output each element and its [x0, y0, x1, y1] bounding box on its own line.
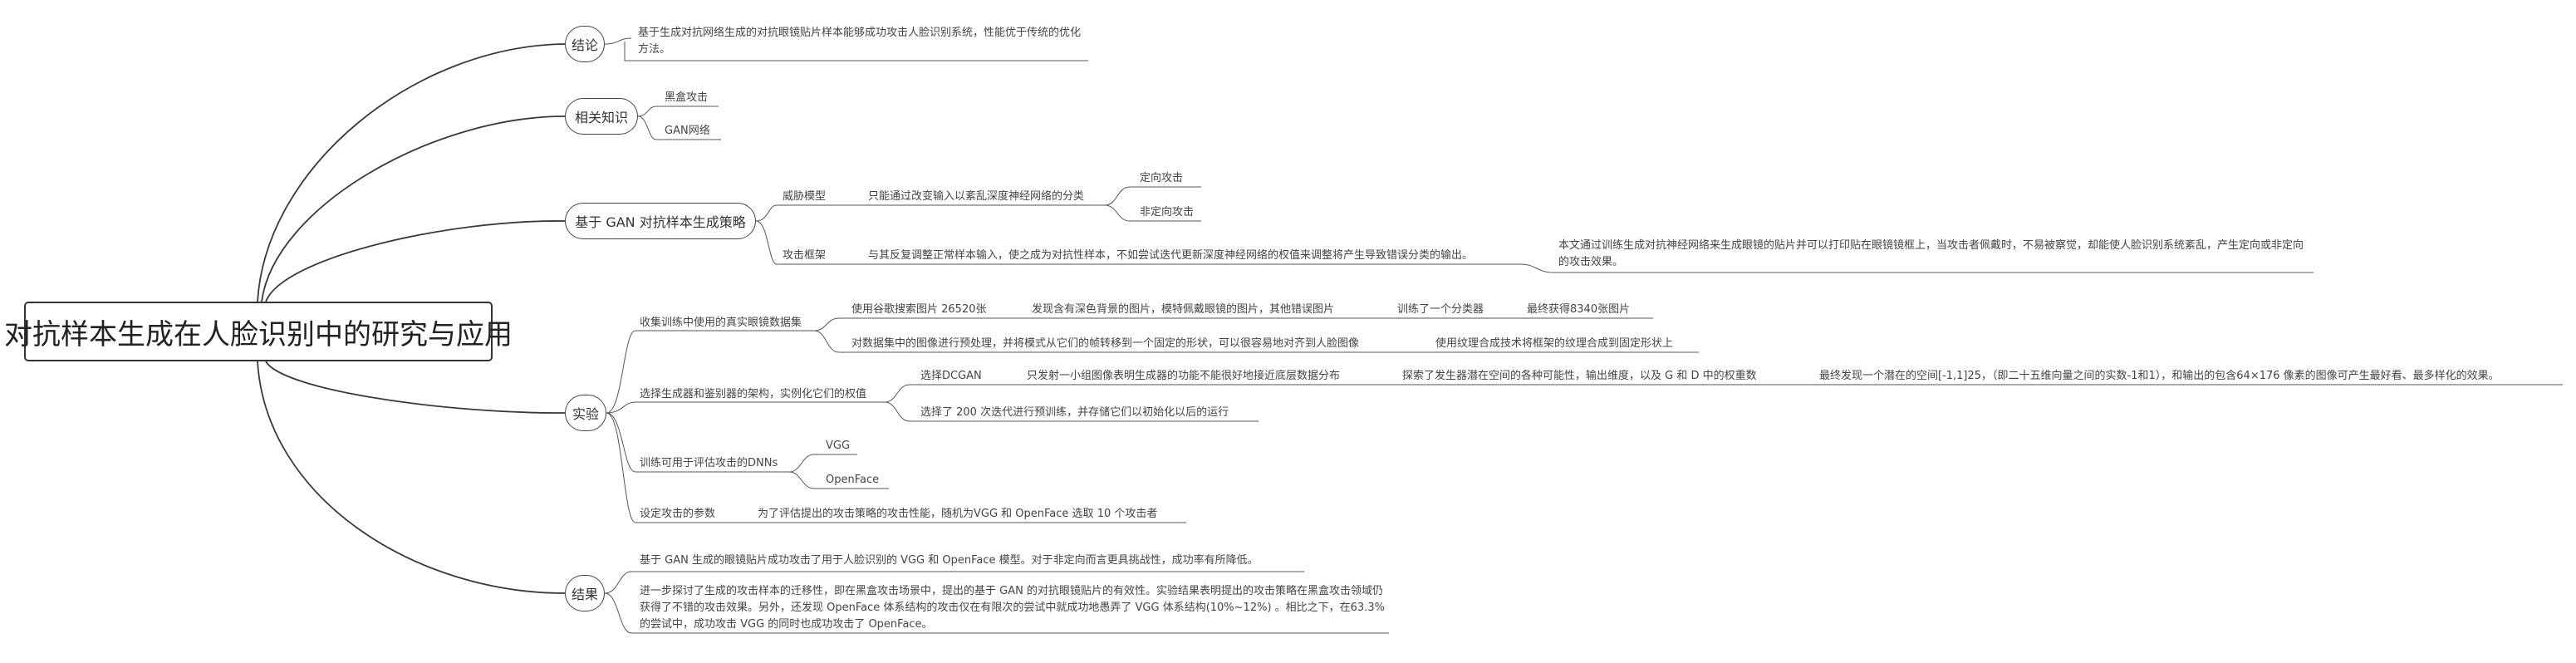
- link-root-result: [257, 361, 566, 594]
- link-root-experiment: [265, 361, 566, 414]
- exp-finding[interactable]: 最终发现一个潜在的空间[-1,1]25，（即二十五维向量之间的实数-1和1），和…: [1819, 370, 2500, 382]
- related-item-blackbox[interactable]: 黑盒攻击: [665, 91, 709, 104]
- targeted-attack[interactable]: 定向攻击: [1140, 172, 1184, 184]
- exp-explore[interactable]: 探索了发生器潜在空间的各种可能性，输出维度，以及 G 和 D 中的权重数: [1402, 370, 1757, 382]
- topic-result[interactable]: 结果: [565, 575, 605, 611]
- exp-dcgan[interactable]: 选择DCGAN: [920, 370, 982, 382]
- link-root-method: [265, 220, 566, 302]
- topic-experiment[interactable]: 实验: [565, 395, 606, 431]
- result-2[interactable]: 进一步探讨了生成的攻击样本的迁移性，即在黑盒攻击场景中，提出的基于 GAN 的对…: [640, 585, 1385, 631]
- topic-conclusion[interactable]: 结论: [565, 26, 605, 62]
- exp-found-issue[interactable]: 发现含有深色背景的图片，模特佩戴眼镜的图片，其他错误图片: [1032, 303, 1335, 316]
- exp-texture[interactable]: 使用纹理合成技术将框架的纹理合成到固定形状上: [1435, 337, 1674, 350]
- topic-gan-strategy[interactable]: 基于 GAN 对抗样本生成策略: [565, 203, 756, 239]
- result-1[interactable]: 基于 GAN 生成的眼镜贴片成功攻击了用于人脸识别的 VGG 和 OpenFac…: [640, 554, 1259, 567]
- attack-framework-desc[interactable]: 与其反复调整正常样本输入，使之成为对抗性样本，不如尝试迭代更新深度神经网络的权值…: [868, 249, 1474, 262]
- exp-choose-arch[interactable]: 选择生成器和鉴别器的架构，实例化它们的权值: [640, 388, 867, 400]
- untargeted-attack[interactable]: 非定向攻击: [1140, 206, 1195, 219]
- exp-final-count[interactable]: 最终获得8340张图片: [1527, 303, 1631, 316]
- threat-model[interactable]: 威胁模型: [783, 190, 827, 203]
- exp-openface[interactable]: OpenFace: [826, 474, 880, 486]
- exp-collect-dataset[interactable]: 收集训练中使用的真实眼镜数据集: [640, 317, 802, 329]
- exp-dcgan-desc[interactable]: 只发射一小组图像表明生成器的功能不能很好地接近底层数据分布: [1027, 370, 1341, 382]
- exp-pretrain[interactable]: 选择了 200 次迭代进行预训练，并存储它们以初始化以后的运行: [920, 406, 1229, 419]
- topic-related-knowledge[interactable]: 相关知识: [565, 98, 638, 135]
- root-topic[interactable]: 对抗样本生成在人脸识别中的研究与应用: [4, 302, 513, 361]
- related-item-gan[interactable]: GAN网络: [665, 125, 710, 137]
- exp-params-desc[interactable]: 为了评估提出的攻击策略的攻击性能，随机为VGG 和 OpenFace 选取 10…: [758, 508, 1158, 520]
- exp-google-images[interactable]: 使用谷歌搜索图片 26520张: [851, 303, 987, 316]
- link-root-conclusion: [257, 43, 566, 302]
- exp-classifier[interactable]: 训练了一个分类器: [1397, 303, 1484, 316]
- exp-vgg[interactable]: VGG: [826, 440, 851, 452]
- conclusion-text[interactable]: 基于生成对抗网络生成的对抗眼镜贴片样本能够成功攻击人脸识别系统，性能优于传统的优…: [638, 27, 1082, 56]
- attack-framework-detail[interactable]: 本文通过训练生成对抗神经网络来生成眼镜的贴片并可以打印贴在眼镜镜框上，当攻击者佩…: [1558, 239, 2304, 268]
- attack-framework[interactable]: 攻击框架: [783, 249, 827, 262]
- exp-dnns[interactable]: 训练可用于评估攻击的DNNs: [640, 457, 778, 469]
- exp-preprocess[interactable]: 对数据集中的图像进行预处理，并将模式从它们的帧转移到一个固定的形状，可以很容易地…: [851, 337, 1360, 350]
- link-root-related: [261, 115, 566, 302]
- threat-model-desc[interactable]: 只能通过改变输入以紊乱深度神经网络的分类: [868, 190, 1085, 203]
- exp-params[interactable]: 设定攻击的参数: [640, 508, 716, 520]
